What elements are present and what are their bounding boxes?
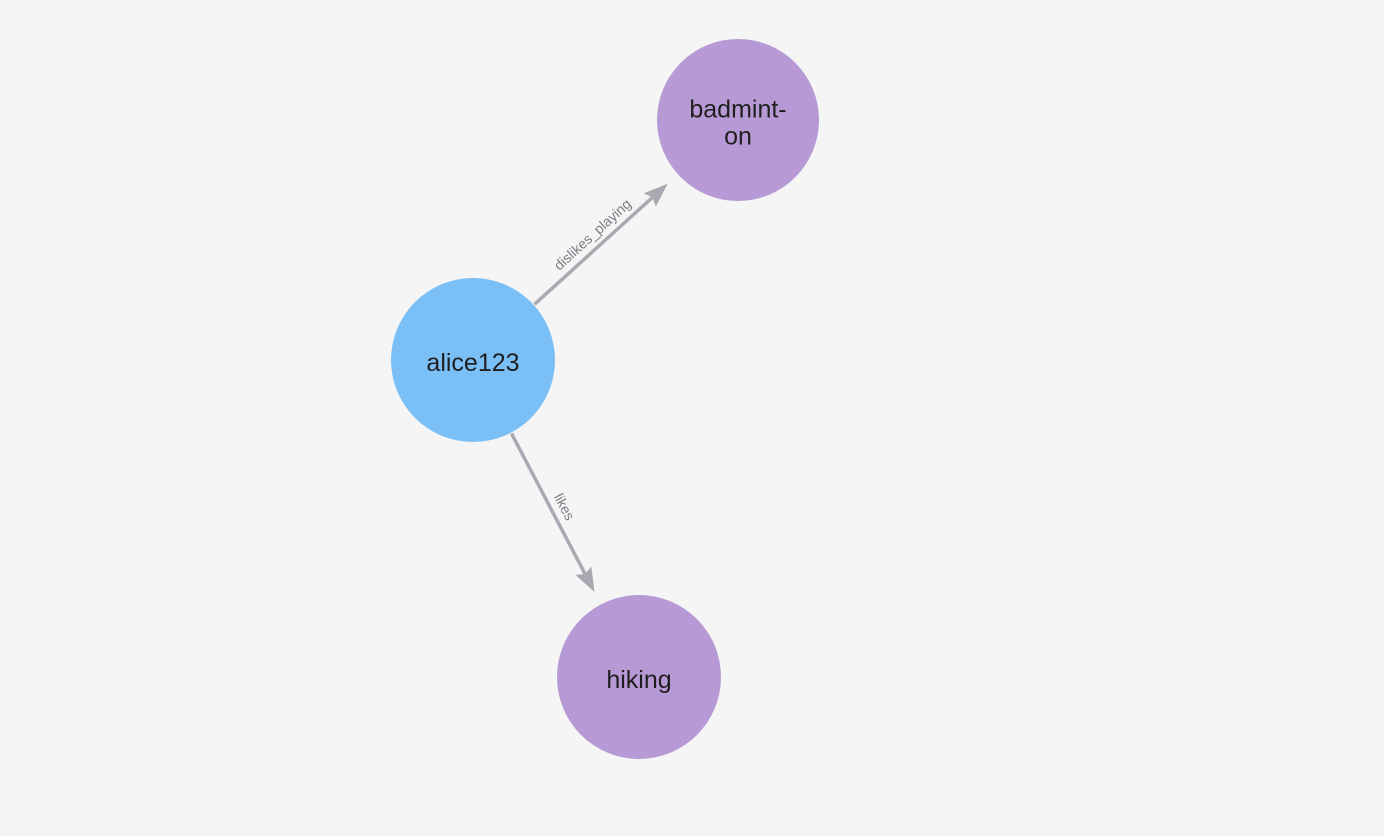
edge-line-likes[interactable] [509, 432, 589, 578]
node-alice123[interactable]: alice123 [391, 278, 555, 442]
arrowhead-icon [643, 183, 668, 207]
node-badminton[interactable]: badmint-on [657, 39, 819, 201]
node-circle-badminton[interactable] [657, 39, 819, 201]
node-circle-alice123[interactable] [391, 278, 555, 442]
arrowhead-icon [575, 566, 595, 592]
edge-line-dislikes_playing[interactable] [533, 193, 657, 306]
node-hiking[interactable]: hiking [557, 595, 721, 759]
node-circle-hiking[interactable] [557, 595, 721, 759]
